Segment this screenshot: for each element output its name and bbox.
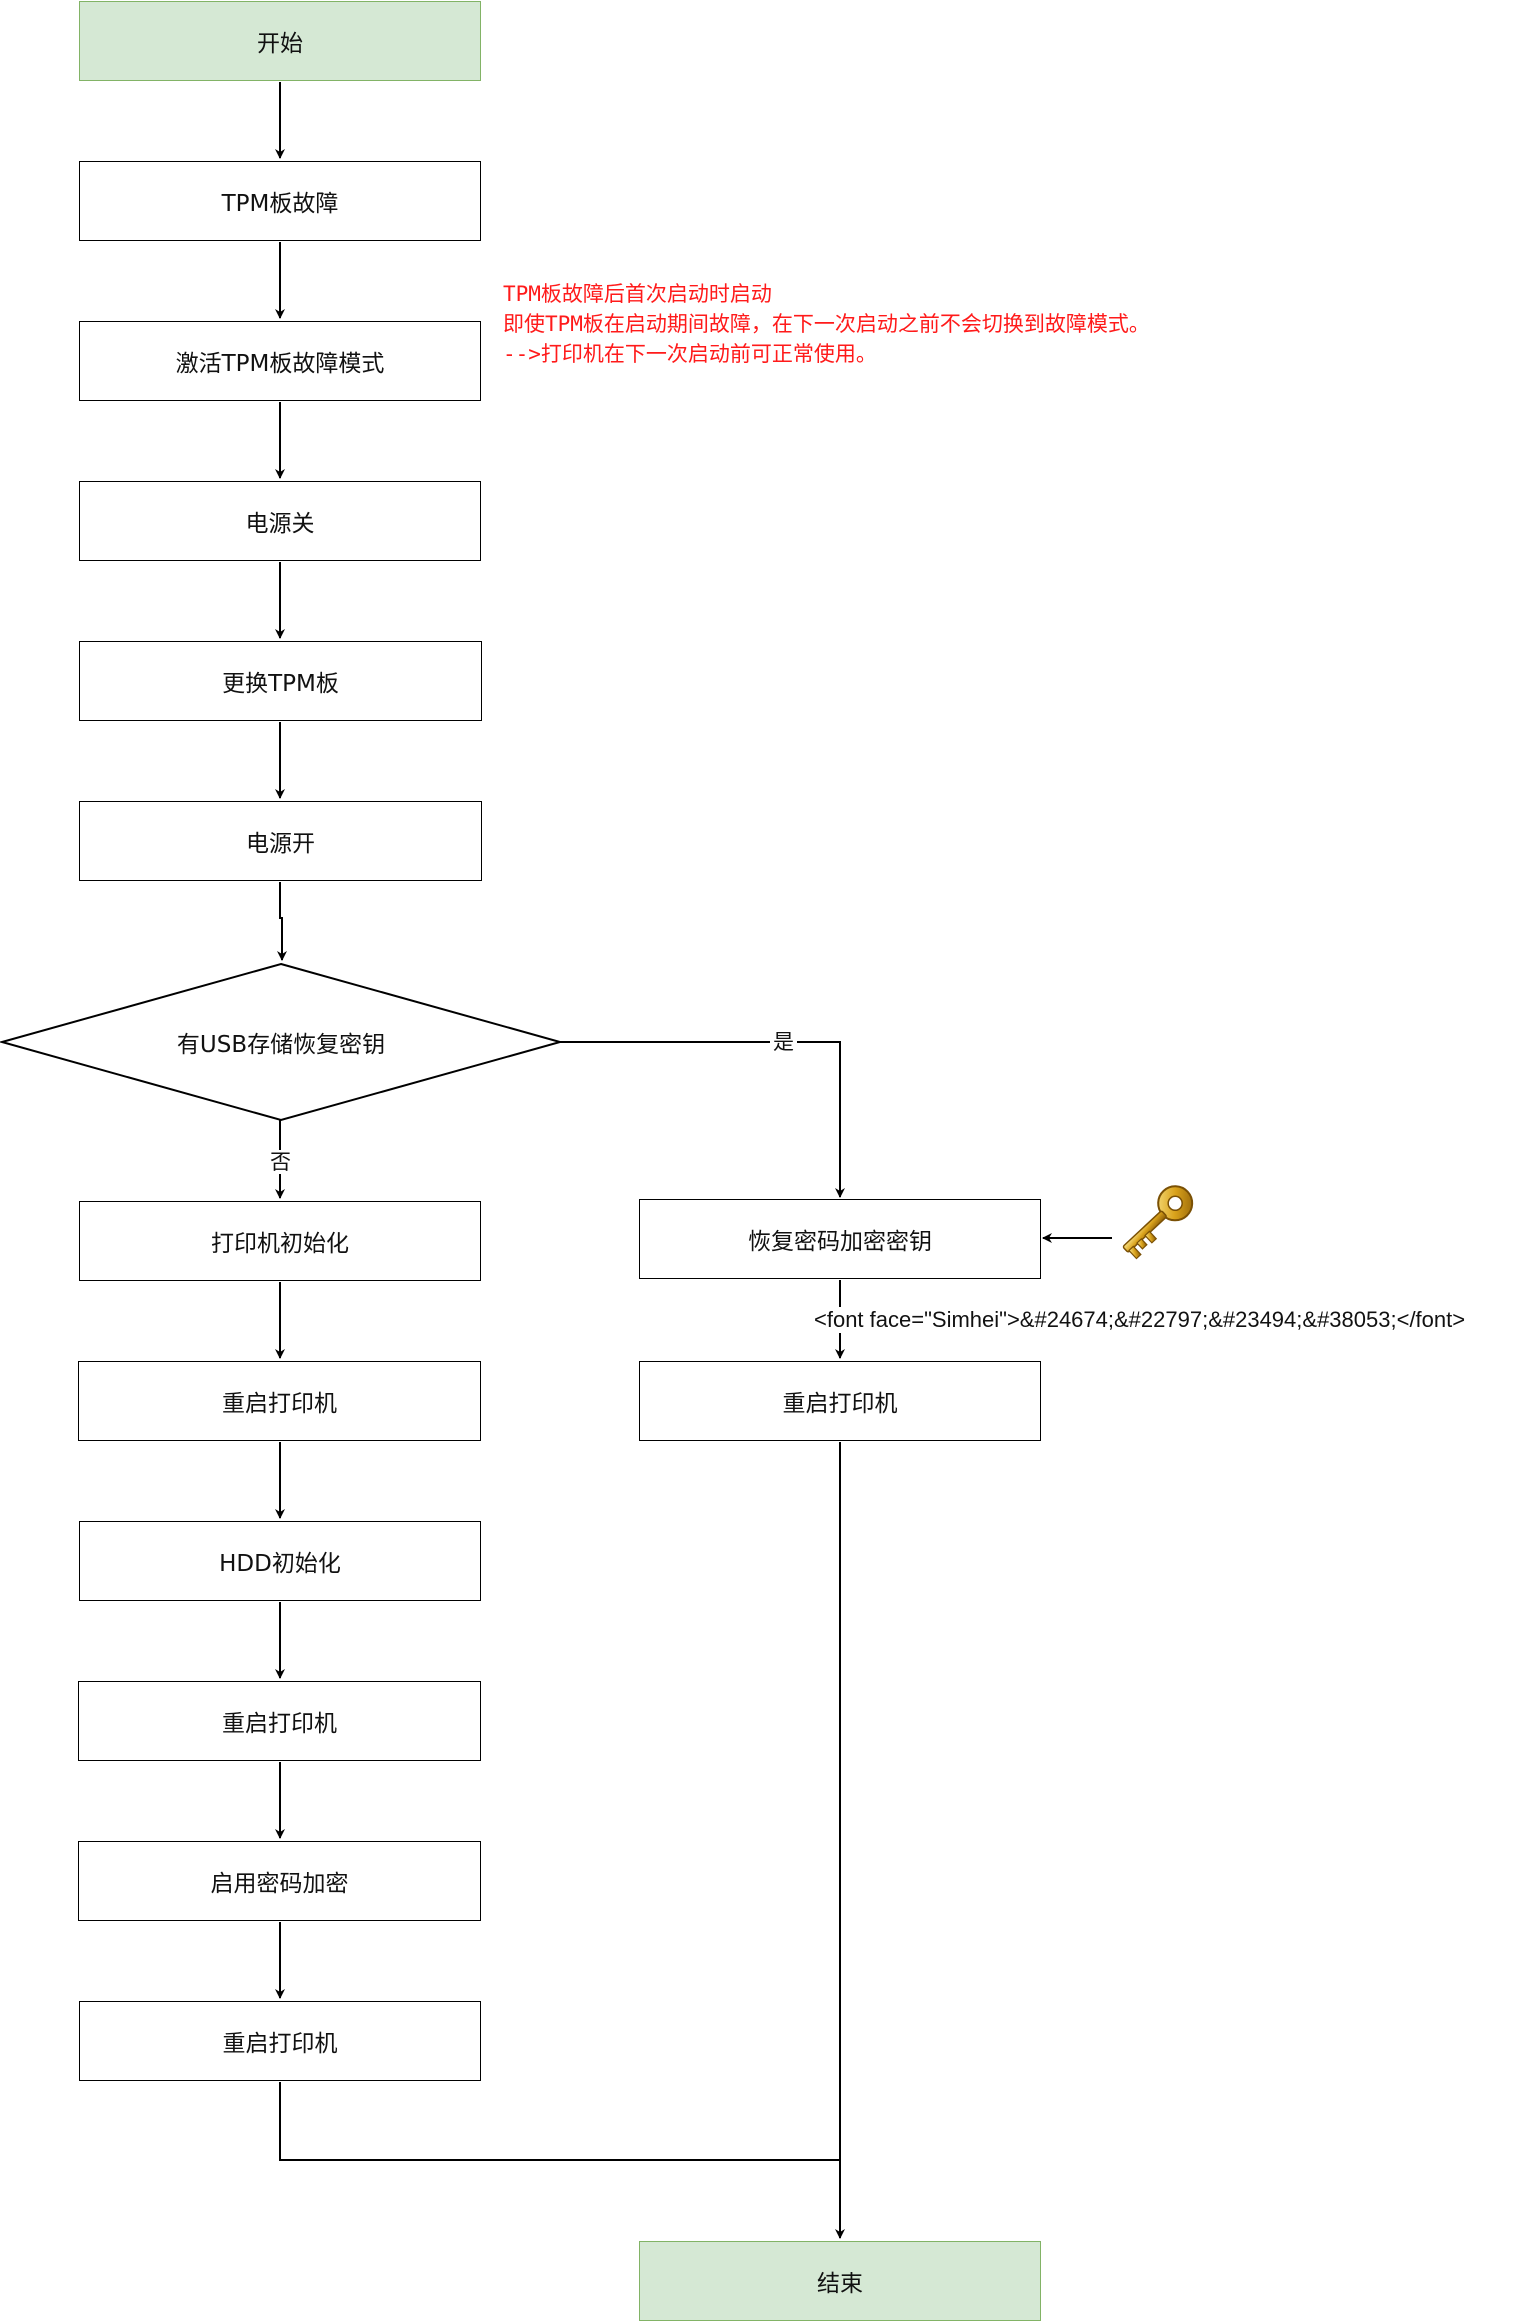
yes-label: 是 — [770, 1030, 797, 1054]
edge-power-on-to-decision — [277, 882, 287, 961]
step-restart-printer-1[interactable]: 重启打印机 — [78, 1361, 481, 1441]
note-line-2: 即使TPM板在启动期间故障，在下一次启动之前不会切换到故障模式。 — [503, 312, 1150, 336]
step-restart-printer-2[interactable]: 重启打印机 — [78, 1681, 481, 1761]
red-annotation: TPM板故障后首次启动时启动即使TPM板在启动期间故障，在下一次启动之前不会切换… — [503, 279, 1150, 369]
step-restart-printer-yes[interactable]: 重启打印机 — [639, 1361, 1041, 1441]
step-power-on[interactable]: 电源开 — [79, 801, 482, 881]
edge-decision-yes — [560, 1041, 845, 1198]
step-enable-encryption[interactable]: 启用密码加密 — [78, 1841, 481, 1921]
step-printer-init[interactable]: 打印机初始化 — [79, 1201, 481, 1281]
start-node[interactable]: 开始 — [79, 1, 481, 81]
step-restart-printer-3[interactable]: 重启打印机 — [79, 2001, 481, 2081]
key-icon — [1122, 1185, 1194, 1260]
decision-label[interactable]: 有USB存储恢复密钥 — [176, 1032, 386, 1058]
note-line-1: TPM板故障后首次启动时启动 — [503, 282, 772, 306]
step-hdd-init[interactable]: HDD初始化 — [79, 1521, 481, 1601]
step-replace-tpm[interactable]: 更换TPM板 — [79, 641, 482, 721]
yes-edge-raw-label: <font face="Simhei">&#24674;&#22797;&#23… — [812, 1307, 1468, 1333]
note-line-3: -->打印机在下一次启动前可正常使用。 — [503, 342, 877, 366]
end-node[interactable]: 结束 — [639, 2241, 1041, 2321]
step-activate-fault-mode[interactable]: 激活TPM板故障模式 — [79, 321, 481, 401]
step-recover-encryption-key[interactable]: 恢复密码加密密钥 — [639, 1199, 1041, 1279]
edge-no-to-end — [279, 2082, 840, 2161]
step-tpm-fault[interactable]: TPM板故障 — [79, 161, 481, 241]
step-power-off[interactable]: 电源关 — [79, 481, 481, 561]
no-label: 否 — [267, 1150, 294, 1174]
